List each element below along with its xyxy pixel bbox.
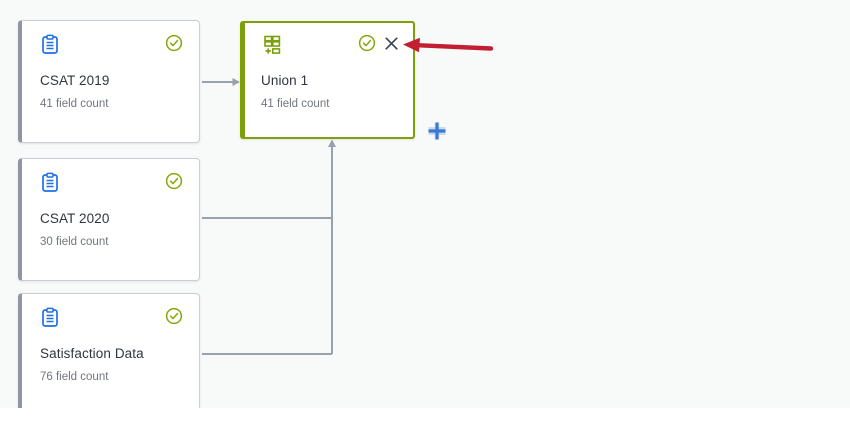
check-circle-icon [165,34,183,52]
node-title: Union 1 [261,73,309,88]
node-field-count: 30 field count [40,236,109,248]
check-circle-icon [165,172,183,190]
plus-icon [428,122,446,140]
add-step-button[interactable] [426,120,448,142]
node-field-count: 41 field count [261,98,330,110]
canvas-bottom-edge [0,408,850,425]
check-circle-icon [358,34,376,52]
node-field-count: 76 field count [40,371,109,383]
clipboard-icon [40,34,60,55]
node-field-count: 41 field count [40,98,109,110]
connector-arrowhead-right [232,78,240,86]
node-title: Satisfaction Data [40,346,144,361]
node-satisfaction-data[interactable]: Satisfaction Data 76 field count [18,293,200,416]
check-circle-icon [165,307,183,325]
node-title: CSAT 2019 [40,73,110,88]
connector-arrowhead-up [328,139,336,147]
node-csat-2019[interactable]: CSAT 2019 41 field count [18,20,200,143]
close-icon[interactable] [384,36,399,51]
clipboard-icon [40,172,60,193]
node-union-1[interactable]: Union 1 41 field count [240,21,415,139]
node-csat-2020[interactable]: CSAT 2020 30 field count [18,158,200,281]
clipboard-icon [40,307,60,328]
node-title: CSAT 2020 [40,211,110,226]
union-table-icon [261,34,283,55]
